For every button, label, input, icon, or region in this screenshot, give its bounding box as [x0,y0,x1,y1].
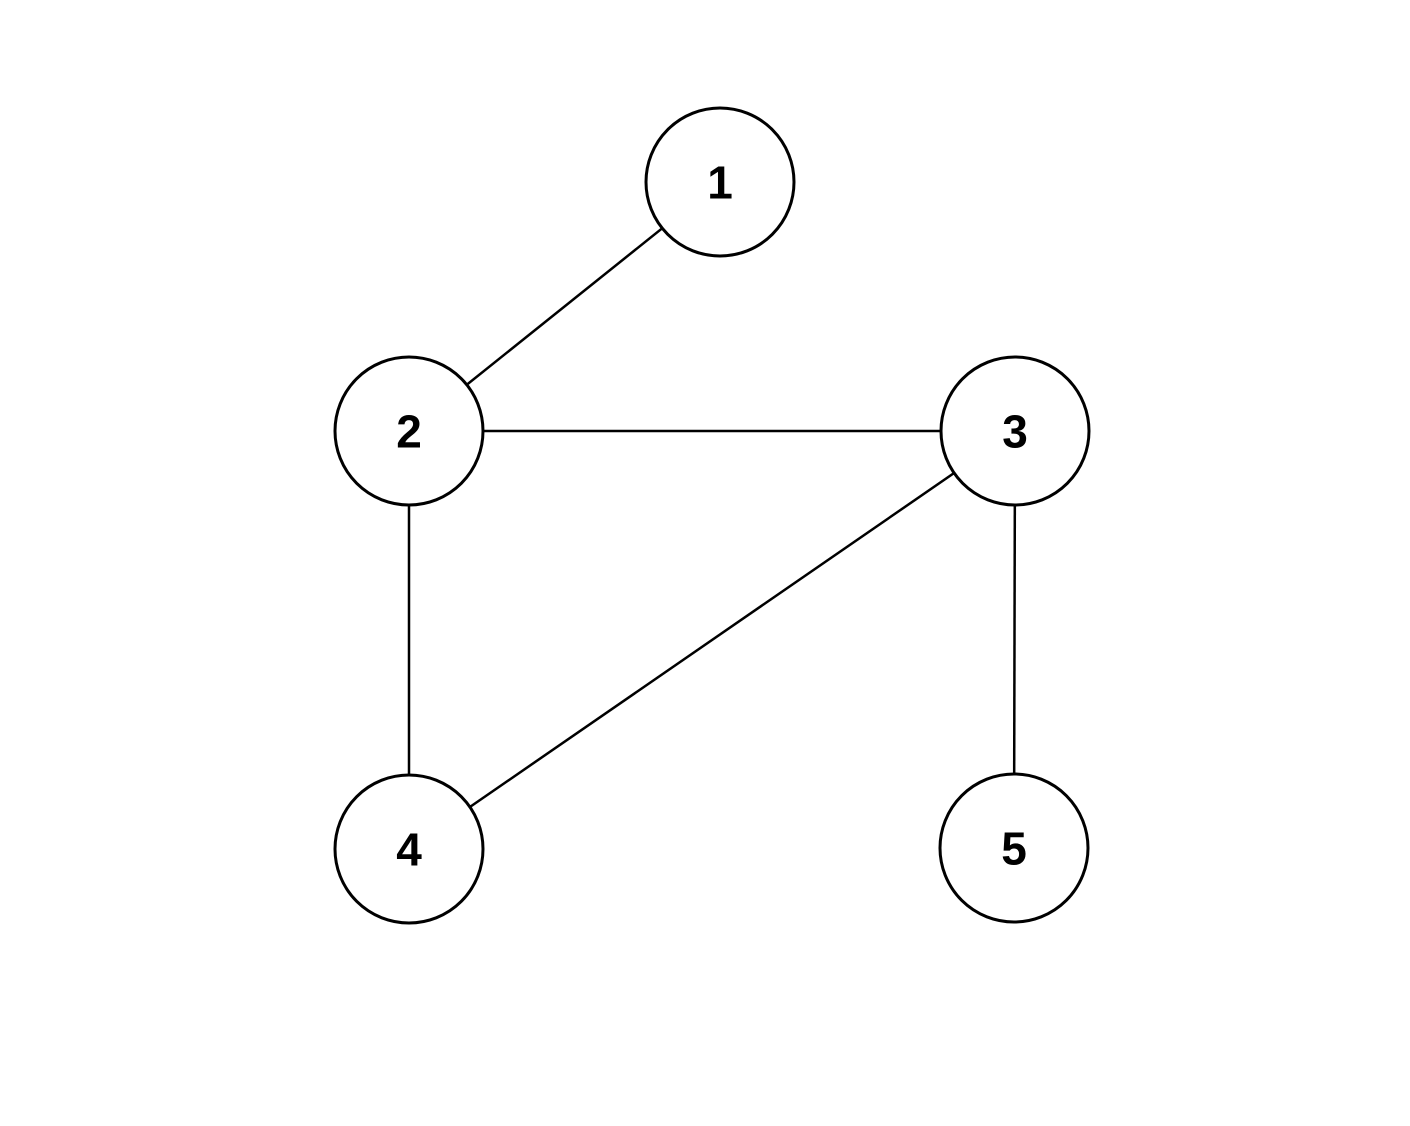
node-label-5: 5 [1001,823,1027,875]
node-circle-3 [939,355,1091,507]
node-circle-4 [333,773,485,925]
node-label-3: 3 [1002,406,1028,458]
graph-node-4: 4 [333,773,485,925]
node-circle-2 [333,355,485,507]
node-label-4: 4 [396,824,422,876]
node-label-1: 1 [707,157,733,209]
node-circle-5 [938,772,1090,924]
graph-node-2: 2 [333,355,485,507]
graph-edge-3-4 [408,429,1016,851]
node-circle-1 [644,106,796,258]
graph-node-1: 1 [644,106,796,258]
graph-node-5: 5 [938,772,1090,924]
graph-node-3: 3 [939,355,1091,507]
node-label-2: 2 [396,406,422,458]
